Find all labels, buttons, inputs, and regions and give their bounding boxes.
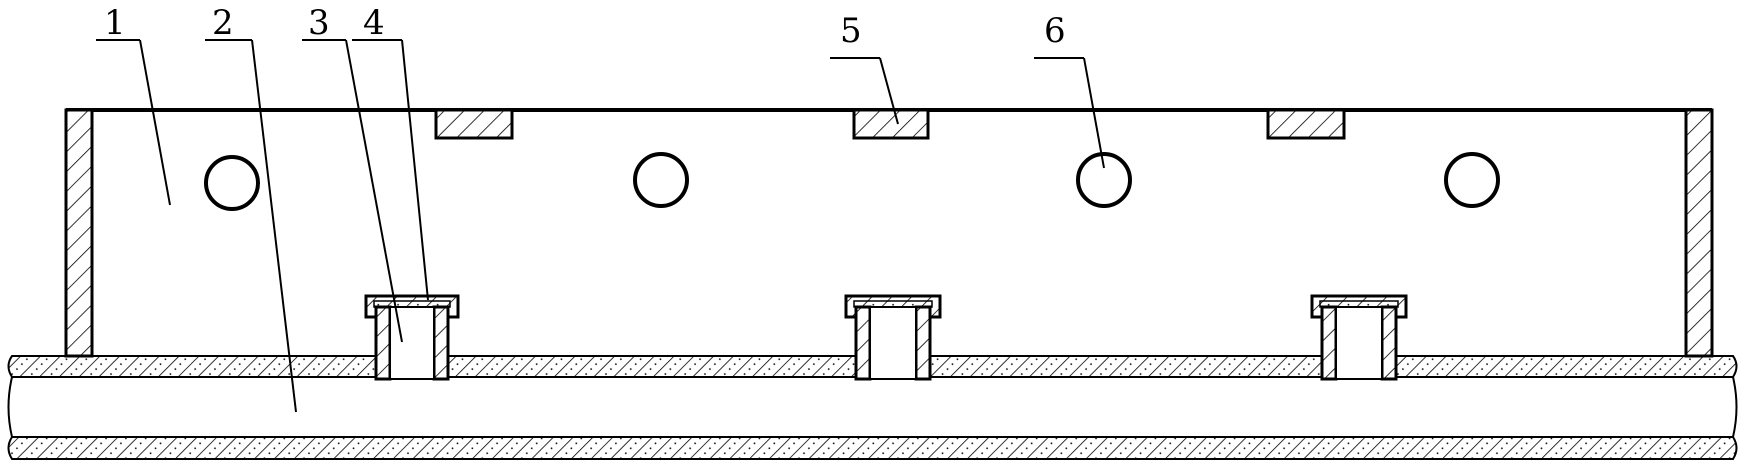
label-3: 3 xyxy=(308,3,330,43)
leader-lines xyxy=(96,39,1105,413)
hole xyxy=(204,155,260,211)
top-block xyxy=(1266,108,1346,140)
hole xyxy=(1444,152,1500,208)
right-wall xyxy=(1684,108,1714,358)
channel xyxy=(7,376,1738,438)
label-1: 1 xyxy=(104,3,126,43)
tube xyxy=(1310,294,1408,381)
left-wall xyxy=(64,108,94,358)
top-block xyxy=(434,108,514,140)
label-6: 6 xyxy=(1044,11,1066,51)
label-5: 5 xyxy=(840,11,862,51)
label-4: 4 xyxy=(363,3,385,43)
base-plate-bottom xyxy=(7,436,1738,460)
hole xyxy=(633,152,689,208)
tube xyxy=(844,294,942,381)
hole xyxy=(1076,152,1132,208)
tube xyxy=(364,294,460,381)
label-2: 2 xyxy=(212,3,234,43)
top-block xyxy=(852,108,930,140)
